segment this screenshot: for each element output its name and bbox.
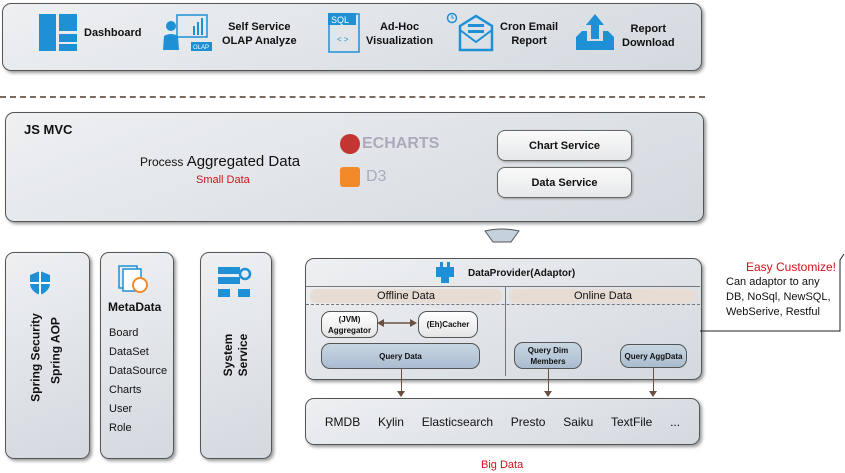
feature-olap[interactable]: Self Service OLAP Analyze — [222, 21, 297, 47]
server-gear-icon — [218, 267, 252, 297]
source-presto: Presto — [510, 414, 546, 429]
plug-icon — [436, 262, 454, 283]
data-service-button[interactable]: Data Service — [497, 167, 632, 198]
svg-text:< >: < > — [337, 35, 349, 44]
d3-text: D3 — [366, 168, 387, 185]
layer-divider — [0, 96, 705, 98]
source-more: ... — [670, 414, 681, 429]
d3-icon — [340, 167, 360, 187]
system-panel — [200, 252, 272, 459]
metadata-icon — [118, 265, 148, 293]
source-rmdb: RMDB — [324, 414, 361, 429]
query-data-node: Query Data — [321, 343, 480, 369]
callout-body: Can adaptor to any DB, NoSql, NewSQL, We… — [726, 276, 831, 318]
source-textfile: TextFile — [610, 414, 653, 429]
header-divider — [306, 304, 700, 305]
metadata-item: Role — [109, 422, 132, 434]
source-kylin: Kylin — [377, 414, 404, 429]
source-elasticsearch: Elasticsearch — [421, 414, 494, 429]
metadata-list: Board DataSet DataSource Charts User Rol… — [109, 324, 167, 438]
arrow-down — [544, 368, 552, 397]
callout-border — [700, 253, 845, 332]
sql-icon: SQL < > — [328, 13, 360, 53]
offline-online-divider — [505, 287, 506, 376]
connector-icon — [484, 228, 520, 243]
system-service-label: System Service — [221, 333, 250, 377]
email-clock-icon — [446, 12, 494, 52]
metadata-title: MetaData — [108, 300, 162, 314]
jsmvc-title: JS MVC — [24, 122, 73, 137]
svg-text:OLAP: OLAP — [193, 45, 209, 51]
process-main: Aggregated Data — [186, 153, 301, 170]
dashboard-icon — [39, 14, 77, 51]
process-text: Process Aggregated Data — [140, 153, 300, 170]
arrow-down — [397, 368, 405, 397]
bidirectional-arrow — [377, 319, 417, 327]
spring-aop-label: Spring AOP — [48, 317, 63, 384]
offline-header: Offline Data — [310, 289, 502, 303]
metadata-item: DataSource — [109, 365, 168, 377]
metadata-item: Board — [109, 327, 139, 339]
source-saiku: Saiku — [563, 414, 594, 429]
metadata-item: User — [109, 403, 133, 415]
online-header: Online Data — [509, 289, 697, 303]
upload-tray-icon — [576, 14, 614, 50]
olap-icon: OLAP — [163, 14, 212, 51]
datasources-panel: RMDB Kylin Elasticsearch Presto Saiku Te… — [305, 398, 700, 445]
aggregator-node: (JVM) Aggregator — [321, 311, 378, 338]
dataprovider-title: DataProvider(Adaptor) — [468, 268, 576, 279]
feature-dashboard[interactable]: Dashboard — [84, 27, 142, 39]
metadata-item: Charts — [109, 384, 142, 396]
feature-cron-email[interactable]: Cron Email Report — [500, 21, 559, 47]
feature-adhoc[interactable]: Ad-Hoc Visualization — [366, 21, 434, 47]
spring-security-label: Spring Security — [28, 313, 43, 402]
small-data-label: Small Data — [196, 174, 250, 186]
echarts-icon — [340, 134, 360, 154]
echarts-text: ECHARTS — [362, 135, 440, 152]
callout-title: Easy Customize! — [745, 260, 836, 274]
metadata-item: DataSet — [109, 346, 149, 358]
dataprovider-header-line — [306, 286, 700, 287]
chart-service-button[interactable]: Chart Service — [497, 130, 632, 161]
big-data-label: Big Data — [481, 459, 524, 471]
svg-text:SQL: SQL — [331, 15, 349, 25]
arrow-down — [649, 367, 657, 397]
query-agg-node: Query AggData — [620, 344, 687, 368]
feature-report-download[interactable]: Report Download — [622, 23, 675, 49]
echarts-logo: ECHARTS — [340, 134, 439, 154]
shield-icon — [30, 271, 50, 295]
query-dim-node: Query Dim Members — [514, 342, 582, 369]
cacher-node: (Eh)Cacher — [418, 311, 478, 338]
d3-logo: D3 — [340, 167, 386, 187]
process-prefix: Process — [140, 155, 184, 169]
